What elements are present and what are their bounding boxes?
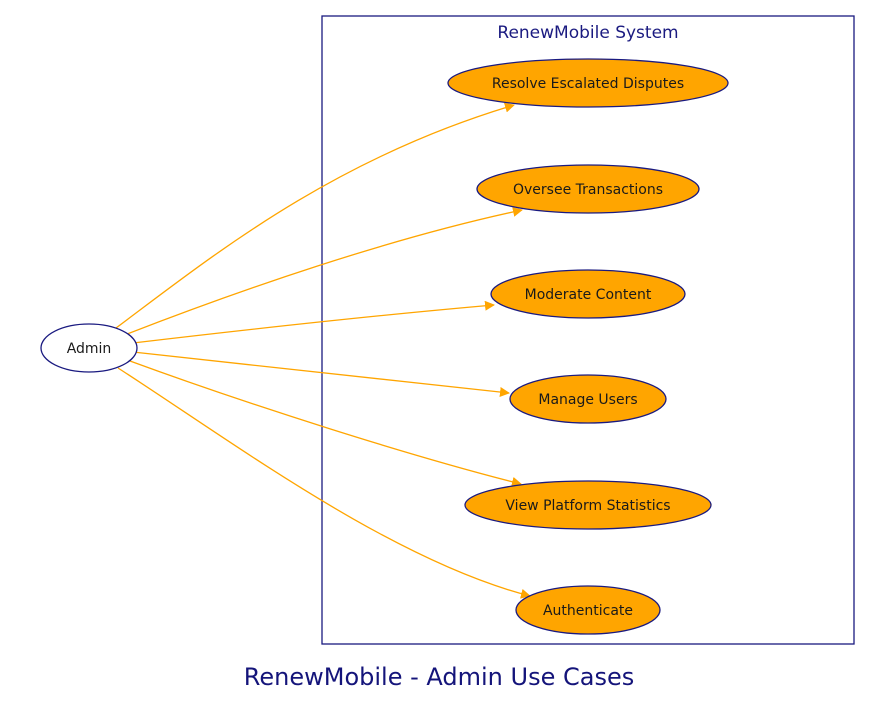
use-case-ellipse [476, 164, 700, 214]
use-case-label: View Platform Statistics [505, 498, 670, 514]
use-case-ellipse [515, 585, 661, 635]
use-case-resolve-escalated-disputes[interactable]: Resolve Escalated Disputes [447, 58, 729, 108]
use-case-manage-users[interactable]: Manage Users [509, 374, 667, 424]
edge-view-platform-statistics [129, 360, 522, 487]
use-case-view-platform-statistics[interactable]: View Platform Statistics [464, 480, 712, 530]
use-case-authenticate[interactable]: Authenticate [515, 585, 661, 635]
edge-manage-users [132, 351, 510, 397]
use-case-label: Oversee Transactions [513, 182, 663, 198]
actor-admin[interactable]: Admin [40, 323, 138, 373]
system-title: RenewMobile System [497, 23, 678, 43]
edge-moderate-content [132, 300, 495, 344]
use-case-ellipse [464, 480, 712, 530]
actor-ellipse [40, 323, 138, 373]
use-case-label: Manage Users [538, 392, 637, 408]
edge-oversee-transactions [121, 206, 523, 337]
association-edges [115, 102, 531, 599]
use-case-ellipse [490, 269, 686, 319]
actor-label: Admin [67, 341, 112, 357]
use-case-label: Moderate Content [525, 287, 652, 303]
use-case-label: Authenticate [543, 603, 633, 619]
use-case-ellipse [509, 374, 667, 424]
diagram-title: RenewMobile - Admin Use Cases [244, 663, 634, 691]
use-case-moderate-content[interactable]: Moderate Content [490, 269, 686, 319]
edge-resolve-escalated-disputes [115, 102, 515, 329]
use-case-ellipse [447, 58, 729, 108]
use-case-label: Resolve Escalated Disputes [492, 76, 684, 92]
edge-authenticate [117, 367, 531, 599]
system-boundary [321, 15, 855, 645]
use-case-oversee-transactions[interactable]: Oversee Transactions [476, 164, 700, 214]
